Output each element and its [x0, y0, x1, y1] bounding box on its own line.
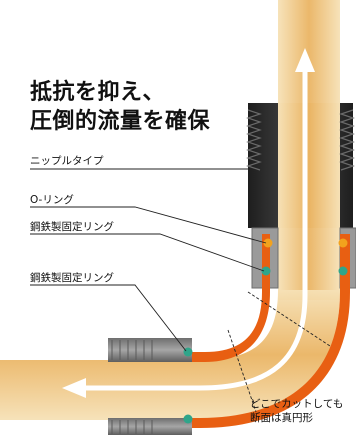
leader-steel-upper	[30, 233, 265, 272]
oring-dot-left	[263, 238, 273, 248]
oring-dot-right	[338, 238, 348, 248]
steel-ring-dots	[183, 266, 348, 424]
leader-oring	[30, 206, 267, 244]
cut-note-line-1: どこでカットしても	[250, 398, 344, 410]
nipple-bore	[278, 103, 340, 228]
cut-line-2	[247, 291, 331, 347]
nipple-threads-left	[246, 109, 262, 171]
cut-line-1	[227, 329, 257, 413]
label-o-ring: O-リング	[30, 194, 74, 206]
flow-arrow-line	[80, 65, 308, 391]
nipple-threads-right	[339, 109, 355, 171]
headline-line-2: 圧倒的流量を確保	[30, 109, 211, 134]
lower-fitting-bottom	[108, 418, 192, 435]
oring-dots	[263, 238, 348, 248]
ring-dot-upper-left	[261, 266, 271, 276]
cut-lines	[227, 291, 331, 413]
label-steel-ring-upper: 鋼鉄製固定リング	[30, 221, 114, 233]
headline-line-1: 抵抗を抑え、	[30, 80, 166, 105]
cut-note-line-2: 断面は真円形	[250, 412, 313, 424]
lower-fitting-top	[108, 338, 192, 362]
flow-arrow-head-left	[62, 378, 86, 398]
label-steel-ring-lower: 鋼鉄製固定リング	[30, 272, 114, 284]
lower-fitting	[108, 338, 192, 435]
flow-arrow-head-up	[295, 48, 315, 72]
leader-steel-lower	[30, 284, 187, 352]
label-nipple-type: ニップルタイプ	[30, 155, 104, 167]
lower-fitting-threads	[111, 340, 153, 434]
ring-dot-lower-top	[183, 347, 193, 357]
nipple-fitting	[246, 103, 355, 228]
ring-dot-upper-right	[338, 266, 348, 276]
cut-note: どこでカットしても 断面は真円形	[250, 397, 343, 425]
headline: 抵抗を抑え、 圧倒的流量を確保	[30, 78, 210, 136]
leader-lines	[30, 168, 267, 352]
flow-arrow	[62, 48, 315, 398]
ring-dot-lower-bottom	[183, 414, 193, 424]
